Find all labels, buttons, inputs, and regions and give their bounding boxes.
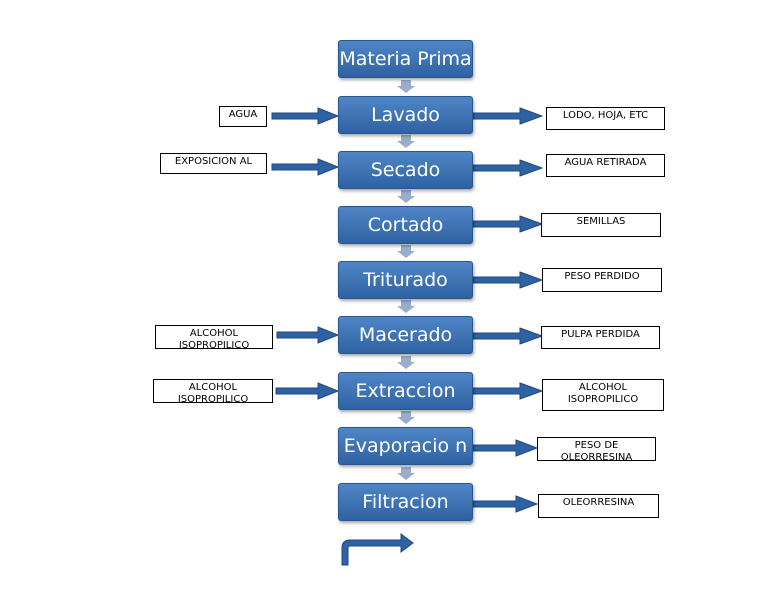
output-arrow-lodo bbox=[472, 107, 544, 125]
step-extraccion: Extraccion bbox=[338, 372, 473, 410]
step-secado: Secado bbox=[338, 151, 473, 189]
bent-arrow-icon bbox=[341, 533, 414, 566]
output-arrow-agua-retirada bbox=[472, 159, 544, 177]
input-arrow-alcohol-2 bbox=[275, 382, 340, 400]
step-lavado: Lavado bbox=[338, 96, 473, 134]
output-label-oleorresina: OLEORRESINA bbox=[538, 494, 659, 518]
step-filtracion: Filtracion bbox=[338, 483, 473, 521]
input-label-exposicion: EXPOSICION AL bbox=[160, 153, 267, 174]
down-arrow-icon bbox=[397, 411, 415, 424]
output-label-alcohol: ALCOHOL ISOPROPILICO bbox=[542, 379, 664, 411]
input-label-alcohol-2: ALCOHOL ISOPROPILICO bbox=[153, 379, 273, 403]
input-label-alcohol-1: ALCOHOL ISOPROPILICO bbox=[155, 325, 273, 349]
input-arrow-alcohol-1 bbox=[276, 326, 340, 344]
step-materia-prima: Materia Prima bbox=[338, 40, 473, 78]
output-label-peso-oleorresina: PESO DE OLEORRESINA bbox=[537, 437, 656, 461]
output-label-lodo: LODO, HOJA, ETC bbox=[546, 107, 665, 130]
input-arrow-agua bbox=[271, 107, 340, 125]
output-label-agua-retirada: AGUA RETIRADA bbox=[546, 154, 665, 177]
step-macerado: Macerado bbox=[338, 316, 473, 354]
input-label-agua: AGUA bbox=[219, 106, 267, 127]
output-arrow-oleorresina bbox=[472, 495, 539, 513]
down-arrow-icon bbox=[397, 245, 415, 258]
output-arrow-alcohol bbox=[472, 382, 544, 400]
down-arrow-icon bbox=[397, 190, 415, 203]
output-arrow-peso-perdido bbox=[472, 271, 544, 289]
step-cortado: Cortado bbox=[338, 206, 473, 244]
step-evaporacion: Evaporacio n bbox=[338, 427, 473, 465]
output-label-peso-perdido: PESO PERDIDO bbox=[542, 268, 662, 292]
down-arrow-icon bbox=[397, 356, 415, 369]
input-arrow-exposicion bbox=[271, 158, 340, 176]
down-arrow-icon bbox=[397, 135, 415, 148]
output-arrow-peso-oleorresina bbox=[472, 439, 539, 457]
output-label-pulpa-perdida: PULPA PERDIDA bbox=[541, 326, 660, 349]
step-triturado: Triturado bbox=[338, 261, 473, 299]
output-arrow-pulpa-perdida bbox=[472, 327, 544, 345]
output-label-semillas: SEMILLAS bbox=[541, 213, 661, 237]
down-arrow-icon bbox=[397, 467, 415, 480]
down-arrow-icon bbox=[397, 80, 415, 93]
output-arrow-semillas bbox=[472, 215, 544, 233]
down-arrow-icon bbox=[397, 300, 415, 313]
